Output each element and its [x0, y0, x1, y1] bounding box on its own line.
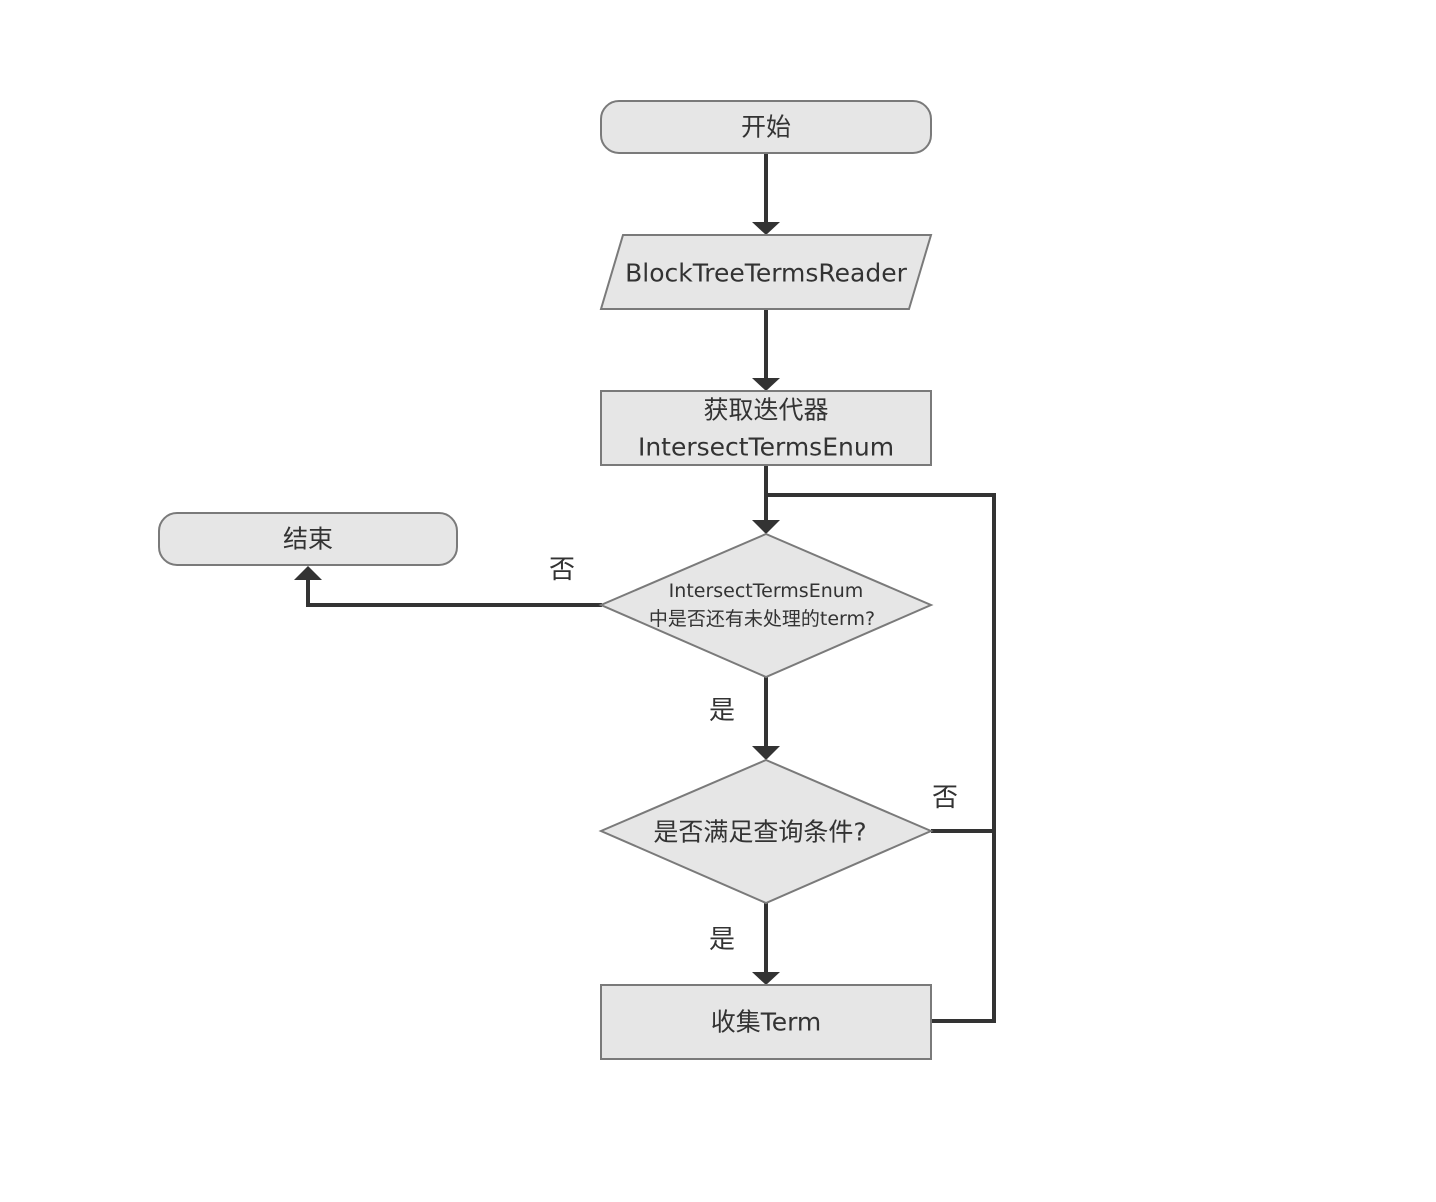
edge-labels: 否 是 否 是 [549, 555, 958, 955]
arrowhead [752, 972, 780, 985]
arrowhead [752, 378, 780, 391]
edge-label-remaining-no: 否 [549, 555, 575, 585]
decision-remaining-node: IntersectTermsEnum 中是否还有未处理的term? [598, 532, 934, 679]
decision-match-diamond [598, 758, 934, 905]
arrowhead [752, 746, 780, 760]
collect-label: 收集Term [711, 1008, 822, 1037]
decision-match-label: 是否满足查询条件? [653, 818, 866, 847]
end-terminator [158, 512, 458, 566]
start-label: 开始 [741, 113, 791, 142]
end-node: 结束 [158, 512, 458, 566]
edge-label-match-yes: 是 [709, 925, 735, 955]
reader-node: BlockTreeTermsReader [599, 234, 933, 310]
get-iterator-label-line1: 获取迭代器 [703, 396, 828, 425]
reader-label: BlockTreeTermsReader [625, 259, 908, 288]
decision-match-node: 是否满足查询条件? [598, 758, 934, 905]
edge-decision-to-end [306, 579, 602, 607]
start-terminator [600, 100, 932, 154]
get-iterator-node: 获取迭代器 IntersectTermsEnum [600, 390, 932, 466]
reader-io-parallelogram [599, 234, 933, 310]
arrowhead [294, 566, 322, 580]
end-label: 结束 [283, 525, 333, 554]
decision-remaining-label-line2: 中是否还有未处理的term? [649, 608, 875, 630]
decision-remaining-label-line1: IntersectTermsEnum [669, 580, 864, 602]
get-iterator-label-line2: IntersectTermsEnum [638, 433, 894, 462]
edge-label-match-no: 否 [932, 783, 958, 813]
arrowhead [752, 222, 780, 235]
arrowhead [752, 520, 780, 534]
collect-process [600, 984, 932, 1060]
decision-remaining-diamond [598, 532, 934, 679]
edges [294, 153, 996, 1023]
start-node: 开始 [600, 100, 932, 154]
get-iterator-process [600, 390, 932, 466]
edge-collect-loop-back [766, 493, 996, 1023]
edge-label-remaining-yes: 是 [709, 696, 735, 726]
collect-node: 收集Term [600, 984, 932, 1060]
